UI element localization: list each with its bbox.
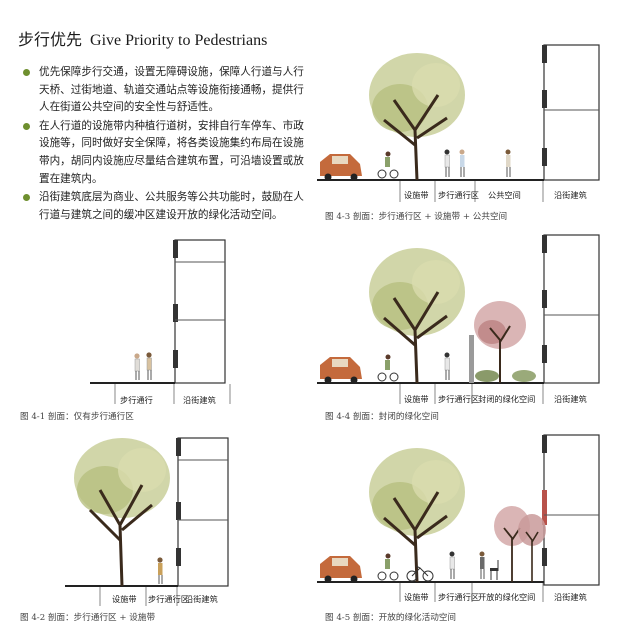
- label-street-building: 沿街建筑: [554, 592, 587, 602]
- car: [320, 556, 362, 583]
- figure-4-3-illustration: [317, 44, 600, 202]
- label-facility-zone: 设施带: [404, 394, 429, 404]
- car: [320, 154, 362, 181]
- street-tree: [369, 448, 465, 583]
- label-street-building: 沿街建筑: [554, 394, 587, 404]
- building: [543, 234, 600, 384]
- building: [174, 239, 226, 384]
- figure-4-5-illustration: [317, 434, 600, 602]
- parked-bicycle: [406, 565, 434, 582]
- street-tree: [369, 248, 465, 384]
- figure-4-3-caption: 图 4-3 剖面：步行通行区 + 设施带 + 公共空间: [325, 212, 508, 222]
- figure-4-4-illustration: [317, 234, 600, 404]
- figure-4-2-illustration: [65, 437, 229, 606]
- figure-4-5-caption: 图 4-5 剖面：开放的绿化活动空间: [325, 613, 457, 623]
- figure-4-1-caption: 图 4-1 剖面：仅有步行通行区: [20, 412, 134, 422]
- label-pedestrian-zone: 步行通行区: [438, 394, 479, 404]
- title-en: Give Priority to Pedestrians: [90, 32, 268, 49]
- fence: [469, 335, 474, 383]
- label-street-building: 沿街建筑: [554, 190, 587, 200]
- label-open-green-space: 开放的绿化空间: [478, 592, 536, 602]
- car: [320, 357, 362, 384]
- page-title: 步行优先 Give Priority to Pedestrians: [18, 26, 267, 50]
- building: [177, 437, 229, 587]
- figure-4-1-illustration: [90, 239, 231, 404]
- label-facility-zone: 设施带: [404, 592, 429, 602]
- label-facility-zone: 设施带: [404, 190, 429, 200]
- green-space-trees: [494, 506, 546, 582]
- bullet-list: 优先保障步行交通，设置无障碍设施，保障人行道与人行天桥、过街地道、轨道交通站点等…: [22, 64, 307, 225]
- figure-4-2-caption: 图 4-2 剖面：步行通行区 + 设施带: [20, 613, 156, 623]
- street-tree: [74, 438, 170, 587]
- title-zh: 步行优先: [18, 30, 83, 49]
- building: [543, 434, 600, 586]
- green-space-tree: [474, 301, 536, 383]
- label-enclosed-green-space: 封闭的绿化空间: [478, 394, 536, 404]
- label-pedestrian-zone: 步行通行区: [148, 594, 189, 604]
- bullet-item: 沿街建筑底层为商业、公共服务等公共功能时，鼓励在人行道与建筑之间的缓冲区建设开放…: [22, 189, 307, 224]
- label-street-building: 沿街建筑: [185, 594, 218, 604]
- bullet-item: 优先保障步行交通，设置无障碍设施，保障人行道与人行天桥、过街地道、轨道交通站点等…: [22, 64, 307, 117]
- label-facility-zone: 设施带: [112, 594, 137, 604]
- bullet-item: 在人行道的设施带内种植行道树，安排自行车停车、市政设施等，同时做好安全保障，将各…: [22, 118, 307, 188]
- label-pedestrian-zone: 步行通行区: [438, 592, 479, 602]
- label-pedestrian-zone: 步行通行区: [438, 190, 479, 200]
- label-public-space: 公共空间: [488, 190, 521, 200]
- label-pedestrian-zone: 步行通行: [120, 395, 153, 405]
- label-street-building: 沿街建筑: [183, 395, 216, 405]
- bench: [490, 560, 499, 580]
- figure-4-4-caption: 图 4-4 剖面：封闭的绿化空间: [325, 412, 439, 422]
- building: [543, 44, 600, 181]
- pedestrians: [134, 352, 152, 380]
- street-tree: [369, 53, 465, 181]
